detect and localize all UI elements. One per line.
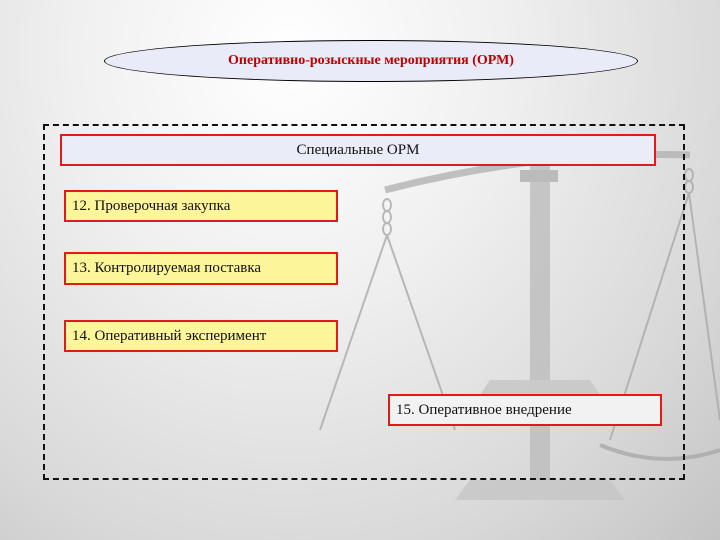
special-orm-header: Специальные ОРМ	[60, 134, 656, 166]
list-item-test-purchase: 12. Проверочная закупка	[64, 190, 338, 222]
list-item-controlled-delivery: 13. Контролируемая поставка	[64, 252, 338, 285]
dashed-group-frame	[43, 124, 685, 480]
page-title: Оперативно-розыскные мероприятия (ОРМ)	[104, 40, 638, 82]
list-item-operational-experiment: 14. Оперативный эксперимент	[64, 320, 338, 352]
list-item-operational-infiltration: 15. Оперативное внедрение	[388, 394, 662, 426]
